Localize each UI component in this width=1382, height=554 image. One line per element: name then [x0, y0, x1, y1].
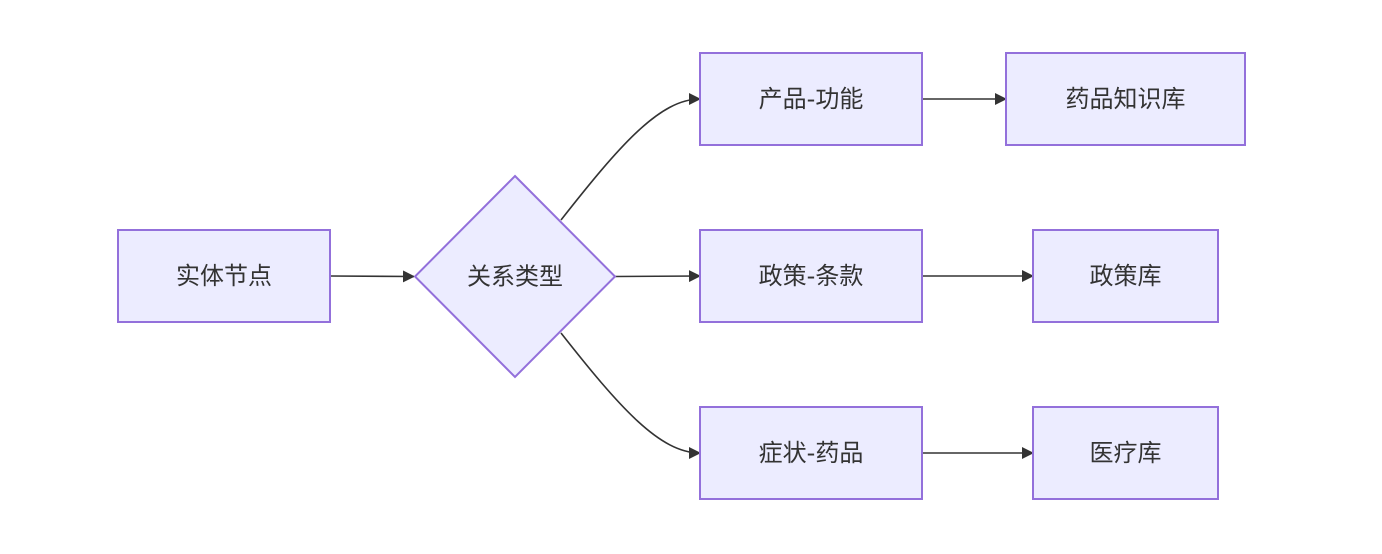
- edge-relation-to-symptom-drug: [560, 332, 701, 459]
- node-entity[interactable]: 实体节点: [117, 229, 331, 323]
- node-policy-db[interactable]: 政策库: [1032, 229, 1219, 323]
- edge-relation-to-policy-clause: [614, 270, 701, 283]
- edges: [329, 93, 1034, 459]
- node-policy-clause-label: 政策-条款: [759, 262, 864, 290]
- node-medical-db-label: 医疗库: [1090, 439, 1162, 467]
- node-product-function-label: 产品-功能: [759, 85, 864, 113]
- edge-entity-to-relation: [329, 270, 415, 283]
- node-medical-db[interactable]: 医疗库: [1032, 406, 1219, 500]
- node-product-function[interactable]: 产品-功能: [699, 52, 923, 146]
- node-drug-kb[interactable]: 药品知识库: [1005, 52, 1246, 146]
- node-symptom-drug[interactable]: 症状-药品: [699, 406, 923, 500]
- node-entity-label: 实体节点: [176, 262, 272, 290]
- node-drug-kb-label: 药品知识库: [1066, 85, 1186, 113]
- node-relation-label: 关系类型: [467, 263, 563, 291]
- edge-relation-to-product-function: [560, 93, 701, 221]
- node-symptom-drug-label: 症状-药品: [759, 439, 864, 467]
- node-policy-clause[interactable]: 政策-条款: [699, 229, 923, 323]
- node-relation[interactable]: 关系类型: [413, 174, 617, 379]
- node-policy-db-label: 政策库: [1090, 262, 1162, 290]
